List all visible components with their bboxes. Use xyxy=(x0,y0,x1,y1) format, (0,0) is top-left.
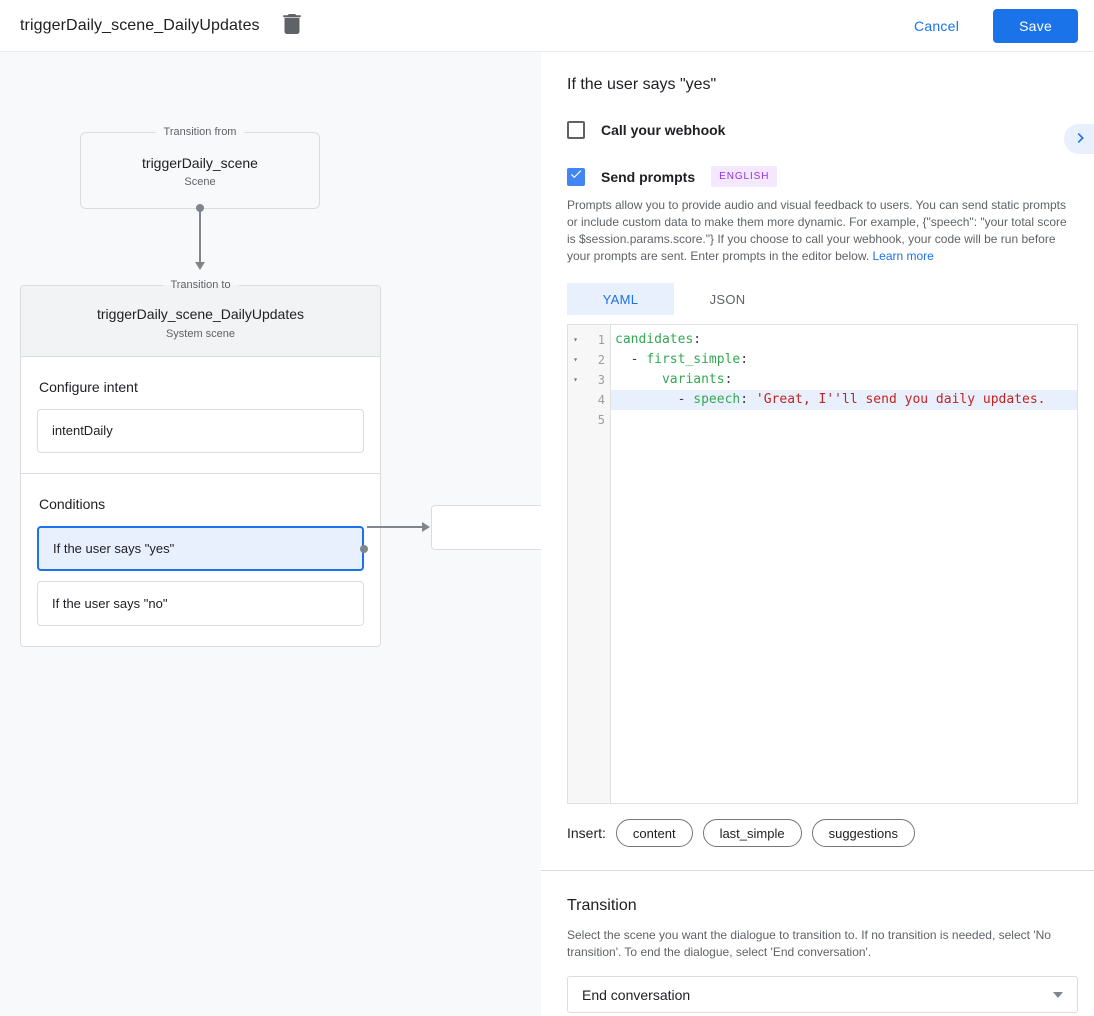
line-number: 1 xyxy=(597,333,605,347)
code-line-2: - first_simple: xyxy=(611,350,1077,370)
yaml-string: 'Great, I''ll send you daily updates. xyxy=(755,392,1046,407)
yaml-punct: : xyxy=(740,352,749,367)
checkmark-icon xyxy=(569,167,583,186)
tab-yaml[interactable]: YAML xyxy=(567,283,674,315)
yaml-key: speech xyxy=(693,392,741,407)
gutter-row: ▾ 1 xyxy=(568,330,610,350)
learn-more-link[interactable]: Learn more xyxy=(872,249,934,263)
delete-scene-button[interactable] xyxy=(280,14,304,38)
yaml-key: variants xyxy=(661,372,725,387)
save-button[interactable]: Save xyxy=(993,8,1078,43)
call-webhook-checkbox[interactable] xyxy=(567,121,585,139)
prompts-description-text: Prompts allow you to provide audio and v… xyxy=(567,198,1067,263)
tab-json[interactable]: JSON xyxy=(709,291,746,307)
editor-format-tabs: YAML JSON xyxy=(567,283,1078,315)
connector-line-vertical xyxy=(199,208,201,263)
code-line-5 xyxy=(611,410,1077,430)
prompt-code-editor[interactable]: ▾ 1 ▾ 2 ▾ 3 4 5 xyxy=(567,324,1078,804)
insert-chip-suggestions[interactable]: suggestions xyxy=(811,819,915,847)
to-scene-name: triggerDaily_scene_DailyUpdates xyxy=(97,306,304,322)
yaml-indent: - xyxy=(615,352,647,367)
collapse-panel-button[interactable] xyxy=(1064,124,1094,154)
transition-from-node[interactable]: Transition from triggerDaily_scene Scene xyxy=(80,126,320,209)
page-title: triggerDaily_scene_DailyUpdates xyxy=(20,16,260,34)
line-number: 5 xyxy=(597,413,605,427)
to-scene-type: System scene xyxy=(165,328,236,340)
transition-to-node: Transition to triggerDaily_scene_DailyUp… xyxy=(20,279,381,647)
yaml-indent xyxy=(615,372,662,387)
fold-arrow-icon[interactable]: ▾ xyxy=(573,355,578,364)
transition-description: Select the scene you want the dialogue t… xyxy=(567,928,1051,959)
yaml-punct: : xyxy=(740,392,756,407)
insert-row: Insert: content last_simple suggestions xyxy=(567,819,1078,847)
gutter-row: ▾ 2 xyxy=(568,350,610,370)
to-scene-header[interactable]: triggerDaily_scene_DailyUpdates System s… xyxy=(21,286,380,357)
webhook-row: Call your webhook xyxy=(567,121,1078,139)
chevron-right-icon xyxy=(1071,128,1091,151)
from-scene-name: triggerDaily_scene xyxy=(142,155,258,171)
transition-target-node[interactable] xyxy=(431,505,541,550)
send-prompts-label: Send prompts xyxy=(601,168,696,185)
line-number: 4 xyxy=(597,393,605,407)
condition-label: If the user says "no" xyxy=(52,596,168,611)
condition-title: If the user says "yes" xyxy=(567,76,717,93)
connector-line-horizontal xyxy=(367,526,423,528)
cancel-button[interactable]: Cancel xyxy=(913,17,960,34)
scene-flow-canvas: Transition from triggerDaily_scene Scene… xyxy=(0,52,541,1016)
top-bar: triggerDaily_scene_DailyUpdates Cancel S… xyxy=(0,0,1094,52)
line-number: 3 xyxy=(597,373,605,387)
fold-arrow-icon[interactable]: ▾ xyxy=(573,335,578,344)
insert-label: Insert: xyxy=(567,825,606,841)
from-scene-type: Scene xyxy=(184,176,216,188)
yaml-indent: - xyxy=(615,392,694,407)
condition-connector-dot xyxy=(360,544,368,553)
yaml-key: candidates xyxy=(615,332,694,347)
code-line-3: variants: xyxy=(611,370,1077,390)
transition-to-legend: Transition to xyxy=(162,279,239,291)
gutter-row: ▾ 3 xyxy=(568,370,610,390)
fold-arrow-icon[interactable]: ▾ xyxy=(573,375,578,384)
gutter-row: 5 xyxy=(568,410,610,430)
yaml-punct: : xyxy=(693,332,702,347)
condition-item-yes[interactable]: If the user says "yes" xyxy=(37,526,368,571)
transition-dropdown-value: End conversation xyxy=(582,986,691,1003)
arrowhead-down-icon xyxy=(195,262,205,270)
configure-intent-heading: Configure intent xyxy=(39,379,138,395)
intent-item[interactable]: intentDaily xyxy=(37,409,364,453)
insert-chip-last-simple[interactable]: last_simple xyxy=(702,819,802,847)
condition-editor-panel: If the user says "yes" Call your webhook… xyxy=(541,52,1094,1016)
yaml-key: first_simple xyxy=(646,352,741,367)
transition-dropdown[interactable]: End conversation xyxy=(567,976,1078,1013)
condition-item-no[interactable]: If the user says "no" xyxy=(37,581,364,626)
prompts-row: Send prompts ENGLISH xyxy=(567,166,1078,187)
line-number: 2 xyxy=(597,353,605,367)
transition-heading: Transition xyxy=(567,897,637,914)
call-webhook-label: Call your webhook xyxy=(601,122,726,138)
language-badge: ENGLISH xyxy=(711,166,778,187)
dropdown-caret-icon xyxy=(1053,991,1063,998)
conditions-heading: Conditions xyxy=(39,496,106,512)
editor-gutter: ▾ 1 ▾ 2 ▾ 3 4 5 xyxy=(568,325,611,803)
condition-label: If the user says "yes" xyxy=(53,541,175,556)
send-prompts-checkbox[interactable] xyxy=(567,167,585,186)
code-line-1: candidates: xyxy=(611,330,1077,350)
transition-from-legend: Transition from xyxy=(155,126,245,138)
arrowhead-right-icon xyxy=(422,522,430,532)
trash-icon xyxy=(282,14,301,37)
gutter-row: 4 xyxy=(568,390,610,410)
configure-intent-section: Configure intent intentDaily xyxy=(21,357,380,473)
conditions-section: Conditions If the user says "yes" If the… xyxy=(21,473,380,646)
section-divider xyxy=(541,870,1094,871)
insert-chip-content[interactable]: content xyxy=(615,819,693,847)
editor-code-area[interactable]: candidates: - first_simple: variants: - … xyxy=(611,325,1077,803)
prompts-description: Prompts allow you to provide audio and v… xyxy=(567,197,1078,265)
code-line-4-active: - speech: 'Great, I''ll send you daily u… xyxy=(611,390,1077,410)
yaml-punct: : xyxy=(724,372,733,387)
